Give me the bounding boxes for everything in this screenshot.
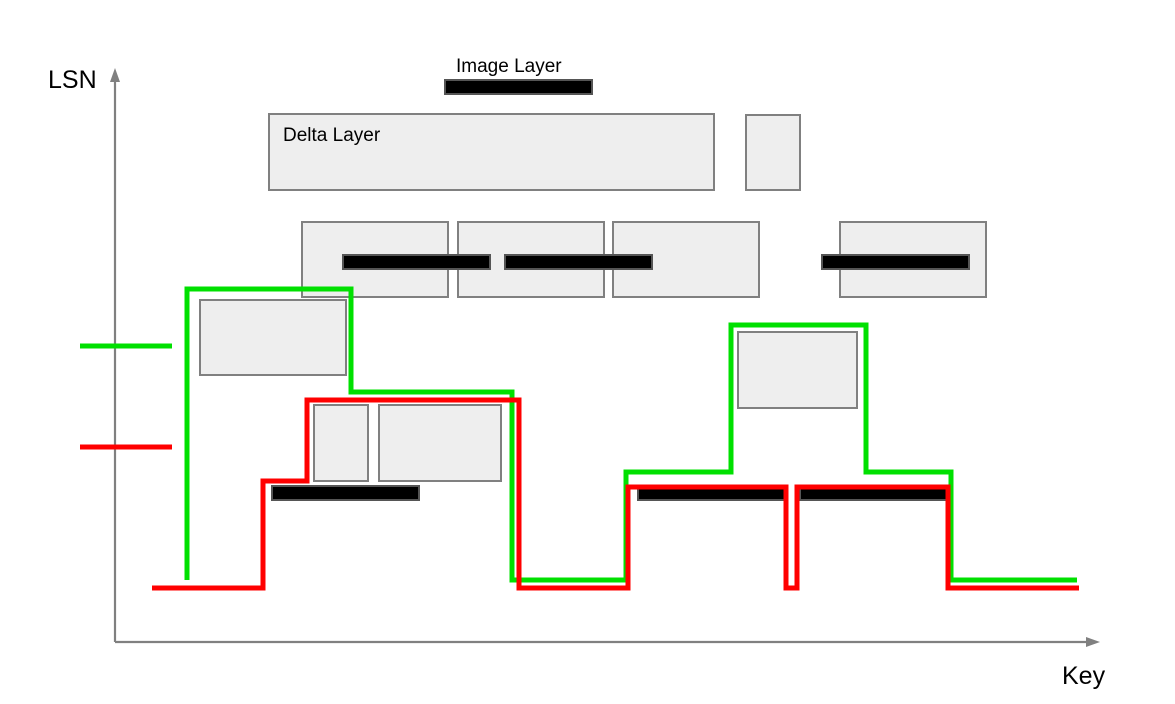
delta-layer-wide-box[interactable] bbox=[268, 113, 715, 191]
x-axis-arrowhead bbox=[1086, 637, 1100, 647]
x-axis-label: Key bbox=[1062, 662, 1106, 690]
image-layer-label: Image Layer bbox=[456, 56, 562, 77]
mid-row-bar-2[interactable] bbox=[504, 254, 653, 270]
red-step-small-box[interactable] bbox=[313, 404, 369, 482]
axes-group: LSN Key bbox=[48, 66, 1106, 690]
y-axis-arrowhead bbox=[110, 68, 120, 82]
lower-bar-1[interactable] bbox=[271, 485, 420, 501]
red-step-wide-box[interactable] bbox=[378, 404, 502, 482]
diagram-text-labels: Image Layer Delta Layer bbox=[283, 56, 562, 146]
lsn-tick-group bbox=[80, 343, 172, 450]
delta-layer-boxes bbox=[199, 113, 987, 482]
green-step-box[interactable] bbox=[199, 299, 347, 376]
delta-layer-small-box[interactable] bbox=[745, 114, 801, 191]
red-lsn-boundary bbox=[152, 397, 1079, 591]
y-axis-label: LSN bbox=[48, 66, 97, 94]
image-layer-bar[interactable] bbox=[444, 79, 593, 95]
mid-row-bar-3[interactable] bbox=[821, 254, 970, 270]
mid-row-bar-1[interactable] bbox=[342, 254, 491, 270]
green-spike-box[interactable] bbox=[737, 331, 858, 409]
green-lsn-boundary bbox=[184, 286, 1077, 583]
delta-layer-label: Delta Layer bbox=[283, 125, 381, 146]
